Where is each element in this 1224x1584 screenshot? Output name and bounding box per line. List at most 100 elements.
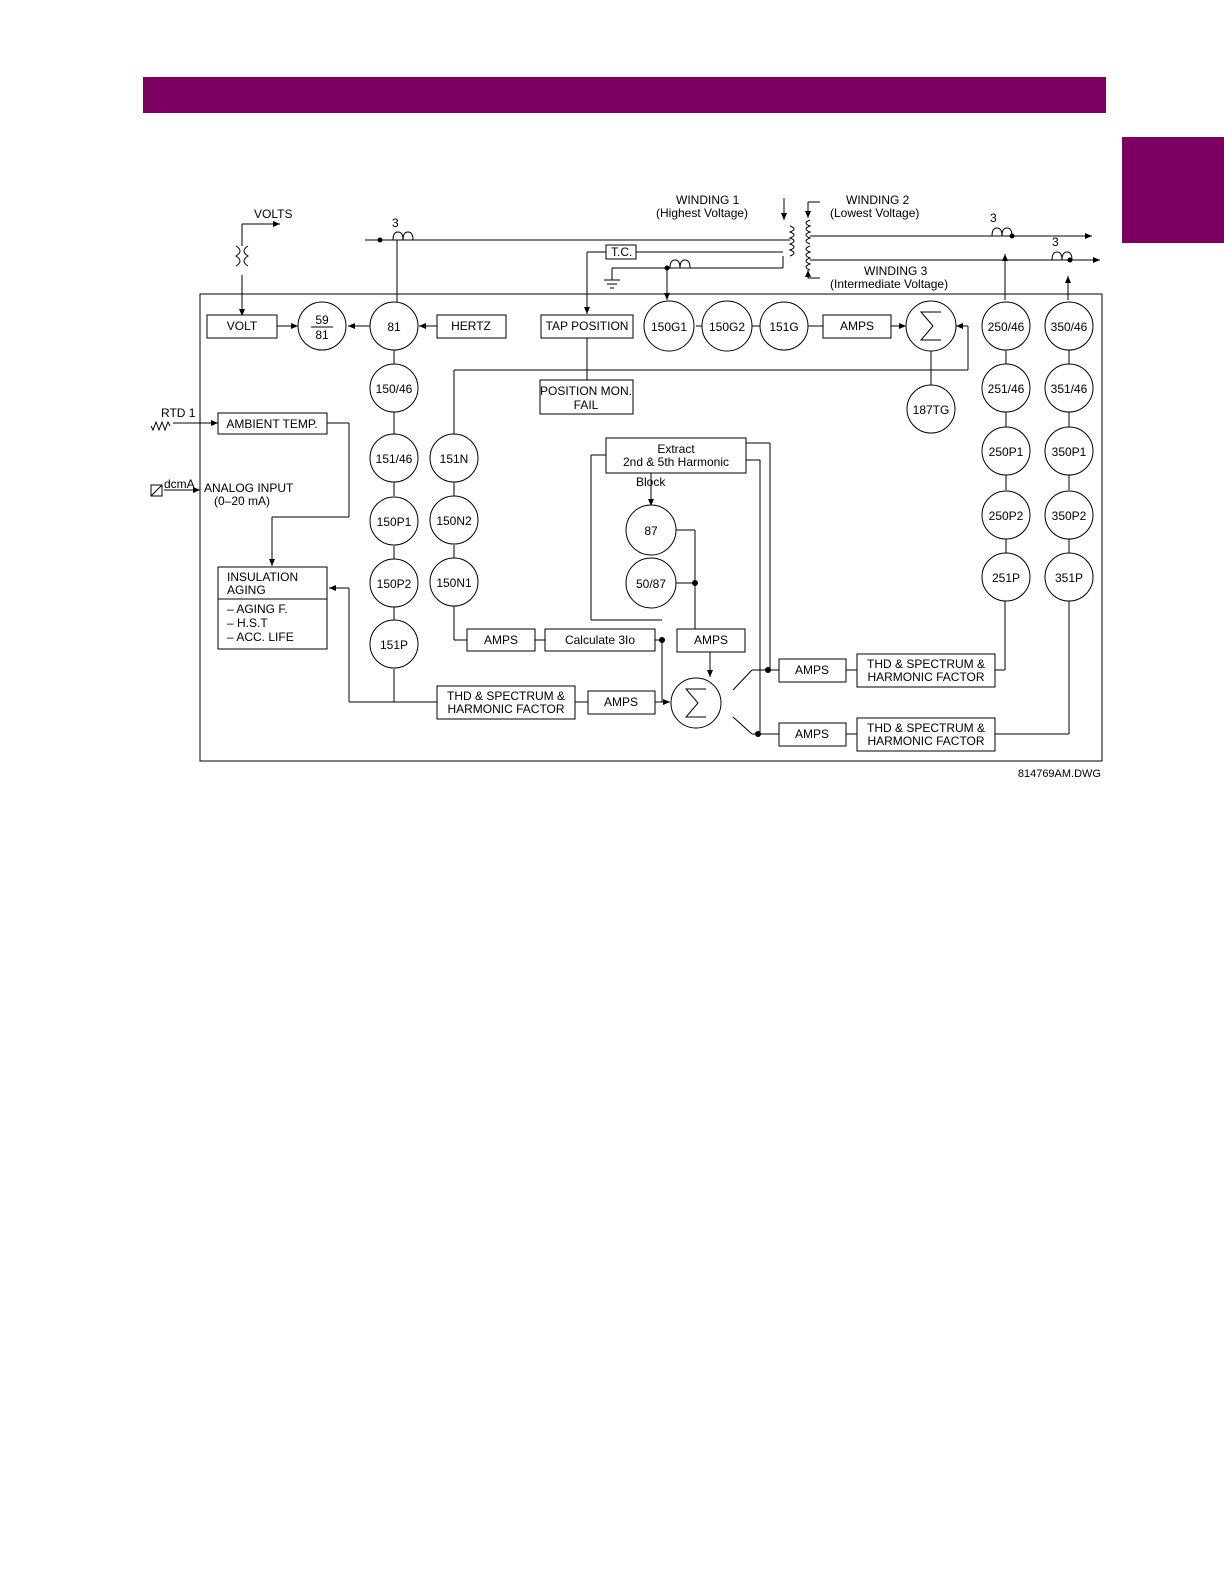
thd-winding2-box: THD & SPECTRUM & HARMONIC FACTOR [856,653,996,688]
dcma-label: dcmA [164,477,195,491]
amps-winding3-box: AMPS [778,722,847,747]
relay-151P-label: 151P [380,638,408,652]
relay-350P2-label: 350P2 [1052,509,1087,523]
relay-151G-label: 151G [769,320,798,334]
winding1-label: WINDING 1 [676,193,740,207]
amps-winding1-box: AMPS [587,690,656,715]
relay-151-46: 151/46 [369,433,419,483]
volt-box-label: VOLT [227,319,258,333]
relay-150N2-label: 150N2 [436,514,472,528]
tap-position-box: TAP POSITION [540,314,634,339]
relay-250P2-label: 250P2 [989,509,1024,523]
analog-range-label: (0–20 mA) [214,494,270,508]
position-mon-label: POSITION MON. [540,384,632,398]
insulation-item-hst: – H.S.T [227,616,268,630]
amps-ground-label: AMPS [840,319,874,333]
relay-150G1-label: 150G1 [651,320,687,334]
summing-junction-differential [670,677,722,729]
harmonic-factor-winding1-label: HARMONIC FACTOR [447,702,564,716]
relay-150G2: 150G2 [701,300,753,352]
three-phase-label-w2: 3 [990,211,997,225]
relay-50-87: 50/87 [625,557,677,609]
relay-150-46-label: 150/46 [376,382,413,396]
position-mon-fail-box: POSITION MON. FAIL [539,379,634,415]
relay-250P1: 250P1 [981,426,1031,476]
relay-151N: 151N [429,433,479,483]
relay-150P2-label: 150P2 [377,577,412,591]
calculate-3io-label: Calculate 3Io [565,633,635,647]
relay-150N2: 150N2 [429,495,479,545]
winding2-sublabel: (Lowest Voltage) [830,206,919,220]
position-fail-label: FAIL [574,398,599,412]
harmonic-label: 2nd & 5th Harmonic [623,455,729,469]
relay-150P1: 150P1 [369,496,419,546]
tap-position-label: TAP POSITION [546,319,629,333]
hertz-box-label: HERTZ [451,319,491,333]
relay-150P2: 150P2 [369,558,419,608]
chapter-tab [1122,137,1224,243]
amps-diff-label: AMPS [694,633,728,647]
relay-150N1: 150N1 [429,557,479,607]
header-bar [143,77,1106,113]
amps-winding2-box: AMPS [778,658,847,683]
winding3-label: WINDING 3 [864,264,928,278]
winding1-sublabel: (Highest Voltage) [656,206,748,220]
thd-winding1-label: THD & SPECTRUM & [447,689,565,703]
extract-harmonic-box: Extract 2nd & 5th Harmonic [605,437,747,474]
relay-150G1: 150G1 [643,300,695,352]
relay-251P-label: 251P [992,571,1020,585]
relay-351-46-label: 351/46 [1051,382,1088,396]
relay-151P: 151P [369,619,419,669]
relay-81b-label: 81 [315,328,329,342]
relay-250P1-label: 250P1 [989,445,1024,459]
tap-changer-label: T.C. [611,245,632,259]
relay-251-46-label: 251/46 [988,382,1025,396]
relay-87-label: 87 [644,524,658,538]
relay-87: 87 [625,504,677,556]
thd-winding2-label: THD & SPECTRUM & [867,657,985,671]
relay-251P: 251P [981,552,1031,602]
relay-59-label: 59 [315,313,329,327]
harmonic-factor-winding2-label: HARMONIC FACTOR [867,670,984,684]
aging-label: AGING [227,583,266,597]
relay-251-46: 251/46 [981,363,1031,413]
relay-151-46-label: 151/46 [376,452,413,466]
ambient-temp-box: AMBIENT TEMP. [217,412,328,435]
relay-151G: 151G [759,301,809,351]
rtd-label: RTD 1 [161,406,196,420]
relay-351P-label: 351P [1055,571,1083,585]
relay-81: 81 [369,301,419,351]
relay-81-label: 81 [387,320,401,334]
amps-winding2-label: AMPS [795,663,829,677]
relay-250P2: 250P2 [981,490,1031,540]
amps-ground-box: AMPS [822,314,892,339]
relay-150N1-label: 150N1 [436,576,472,590]
winding2-label: WINDING 2 [846,193,910,207]
insulation-aging-box: INSULATION AGING – AGING F. – H.S.T – AC… [217,566,328,650]
relay-150P1-label: 150P1 [377,515,412,529]
relay-351P: 351P [1044,552,1094,602]
insulation-label: INSULATION [227,570,298,584]
relay-250-46: 250/46 [981,301,1031,351]
relay-boundary [199,293,1103,762]
thd-winding1-box: THD & SPECTRUM & HARMONIC FACTOR [436,685,576,720]
three-phase-label-w3: 3 [1052,235,1059,249]
drawing-id: 814769AM.DWG [1018,768,1101,780]
relay-150G2-label: 150G2 [709,320,745,334]
relay-350P1-label: 350P1 [1052,445,1087,459]
relay-150-46: 150/46 [369,363,419,413]
harmonic-factor-winding3-label: HARMONIC FACTOR [867,734,984,748]
amps-diff-box: AMPS [676,628,746,653]
winding3-sublabel: (Intermediate Voltage) [830,277,948,291]
calculate-3io-box: Calculate 3Io [544,628,656,652]
volts-label: VOLTS [254,207,292,221]
amps-neutral-label: AMPS [484,633,518,647]
amps-neutral-box: AMPS [466,628,536,652]
amps-winding1-label: AMPS [604,695,638,709]
relay-50-87-label: 50/87 [636,577,666,591]
relay-151N-label: 151N [440,452,469,466]
hertz-box: HERTZ [436,314,507,339]
power-system-wiring [235,198,1100,316]
relay-351-46: 351/46 [1044,363,1094,413]
